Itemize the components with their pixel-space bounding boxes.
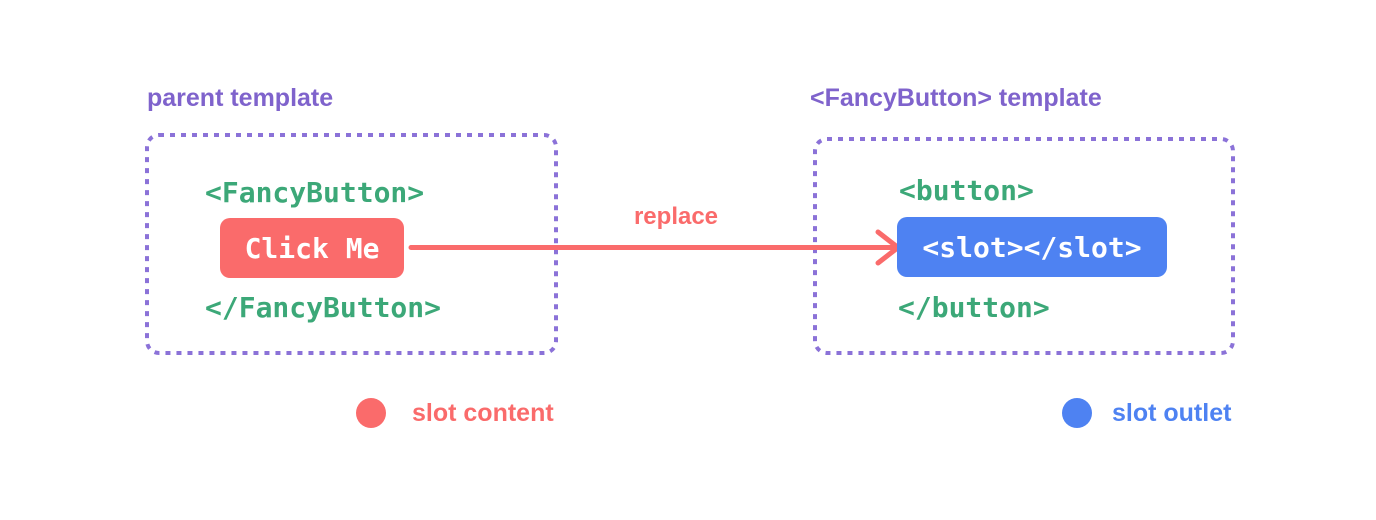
slot-outlet-box: <slot></slot> [897, 217, 1167, 277]
replace-arrow-label: replace [633, 203, 719, 230]
button-close-tag: </button> [898, 291, 1050, 324]
slot-content-legend-label: slot content [412, 399, 554, 427]
slot-content-swatch-icon [356, 398, 386, 428]
fancybutton-close-tag: </FancyButton> [205, 291, 442, 324]
click-me-button[interactable]: Click Me [220, 218, 404, 278]
slot-outlet-swatch-icon [1062, 398, 1092, 428]
replace-arrow [408, 229, 901, 266]
slot-outlet-code: <slot></slot> [922, 230, 1142, 264]
slot-outlet-legend-label: slot outlet [1112, 399, 1232, 427]
parent-template-title: parent template [147, 84, 334, 112]
fancybutton-open-tag: <FancyButton> [205, 176, 425, 209]
click-me-button-label: Click Me [244, 231, 380, 265]
fancybutton-template-title: <FancyButton> template [810, 84, 1102, 112]
fancybutton-template-box [813, 137, 1235, 355]
button-open-tag: <button> [899, 174, 1034, 207]
